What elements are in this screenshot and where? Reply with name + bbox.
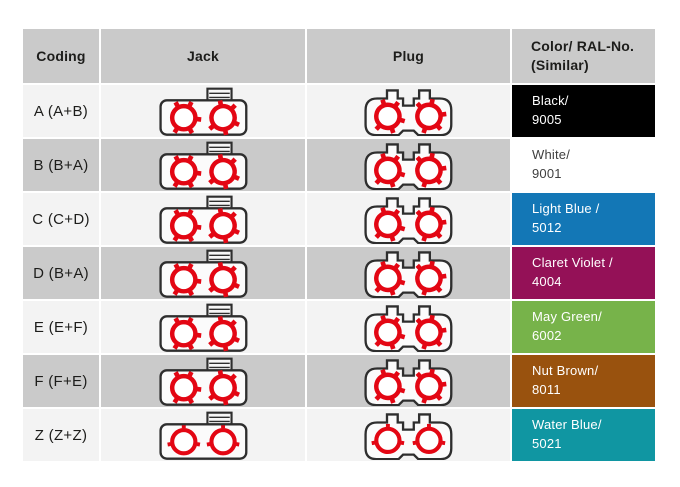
table-row: B (B+A) White/ 9001 — [23, 139, 655, 191]
jack-connector-icon — [157, 356, 250, 406]
coding-cell: F (F+E) — [23, 355, 99, 407]
table-row: D (B+A) Claret Violet / 4004 — [23, 247, 655, 299]
jack-connector-icon — [157, 410, 250, 460]
ral-number: 4004 — [532, 274, 562, 289]
plug-cell — [307, 409, 510, 461]
jack-cell — [101, 139, 305, 191]
coding-cell: B (B+A) — [23, 139, 99, 191]
color-swatch: Black/ 9005 — [512, 85, 655, 137]
plug-connector-icon — [362, 194, 455, 244]
plug-cell — [307, 355, 510, 407]
table-row: C (C+D) Light Blue / 5012 — [23, 193, 655, 245]
coding-cell: C (C+D) — [23, 193, 99, 245]
color-swatch: Nut Brown/ 8011 — [512, 355, 655, 407]
jack-cell — [101, 409, 305, 461]
plug-cell — [307, 139, 510, 191]
ral-number: 9001 — [532, 166, 562, 181]
jack-connector-icon — [157, 302, 250, 352]
table-row: A (A+B) Black/ 9005 — [23, 85, 655, 137]
plug-cell — [307, 85, 510, 137]
plug-connector-icon — [362, 302, 455, 352]
coding-label: E (E+F) — [33, 318, 89, 336]
plug-connector-icon — [362, 86, 455, 136]
jack-cell — [101, 355, 305, 407]
color-swatch: May Green/ 6002 — [512, 301, 655, 353]
coding-label: C (C+D) — [32, 210, 90, 228]
plug-cell — [307, 301, 510, 353]
jack-connector-icon — [157, 140, 250, 190]
jack-cell — [101, 247, 305, 299]
color-name: Light Blue / — [532, 201, 600, 217]
jack-connector-icon — [157, 248, 250, 298]
header-coding: Coding — [23, 29, 99, 83]
ral-number: 9005 — [532, 112, 562, 127]
ral-number: 5021 — [532, 436, 562, 451]
table-row: Z (Z+Z) Water Blue/ 5021 — [23, 409, 655, 461]
color-name: White/ — [532, 147, 571, 163]
plug-connector-icon — [362, 140, 455, 190]
coding-label: F (F+E) — [34, 372, 88, 390]
plug-cell — [307, 247, 510, 299]
table-row: F (F+E) Nut Brown/ 8011 — [23, 355, 655, 407]
color-name: Water Blue/ — [532, 417, 602, 433]
coding-cell: A (A+B) — [23, 85, 99, 137]
ral-number: 5012 — [532, 220, 562, 235]
plug-connector-icon — [362, 248, 455, 298]
plug-connector-icon — [362, 356, 455, 406]
coding-label: B (B+A) — [33, 156, 89, 174]
coding-cell: D (B+A) — [23, 247, 99, 299]
plug-connector-icon — [362, 410, 455, 460]
coding-label: Z (Z+Z) — [34, 426, 88, 444]
plug-cell — [307, 193, 510, 245]
jack-connector-icon — [157, 194, 250, 244]
color-swatch: White/ 9001 — [512, 139, 655, 191]
jack-connector-icon — [157, 86, 250, 136]
color-swatch: Water Blue/ 5021 — [512, 409, 655, 461]
color-name: May Green/ — [532, 309, 602, 325]
table-row: E (E+F) May Green/ 6002 — [23, 301, 655, 353]
color-swatch: Light Blue / 5012 — [512, 193, 655, 245]
color-name: Claret Violet / — [532, 255, 613, 271]
coding-cell: Z (Z+Z) — [23, 409, 99, 461]
ral-number: 8011 — [532, 382, 561, 397]
coding-table: Coding Jack Plug Color/ RAL-No. (Similar… — [23, 29, 655, 461]
coding-label: A (A+B) — [33, 102, 89, 120]
header-plug: Plug — [307, 29, 510, 83]
table-header-row: Coding Jack Plug Color/ RAL-No. (Similar… — [23, 29, 655, 83]
coding-label: D (B+A) — [33, 264, 89, 282]
jack-cell — [101, 85, 305, 137]
header-jack: Jack — [101, 29, 305, 83]
jack-cell — [101, 301, 305, 353]
coding-cell: E (E+F) — [23, 301, 99, 353]
jack-cell — [101, 193, 305, 245]
color-name: Black/ — [532, 93, 569, 109]
color-swatch: Claret Violet / 4004 — [512, 247, 655, 299]
header-color-ral: Color/ RAL-No. (Similar) — [512, 29, 655, 83]
color-name: Nut Brown/ — [532, 363, 599, 379]
ral-number: 6002 — [532, 328, 562, 343]
